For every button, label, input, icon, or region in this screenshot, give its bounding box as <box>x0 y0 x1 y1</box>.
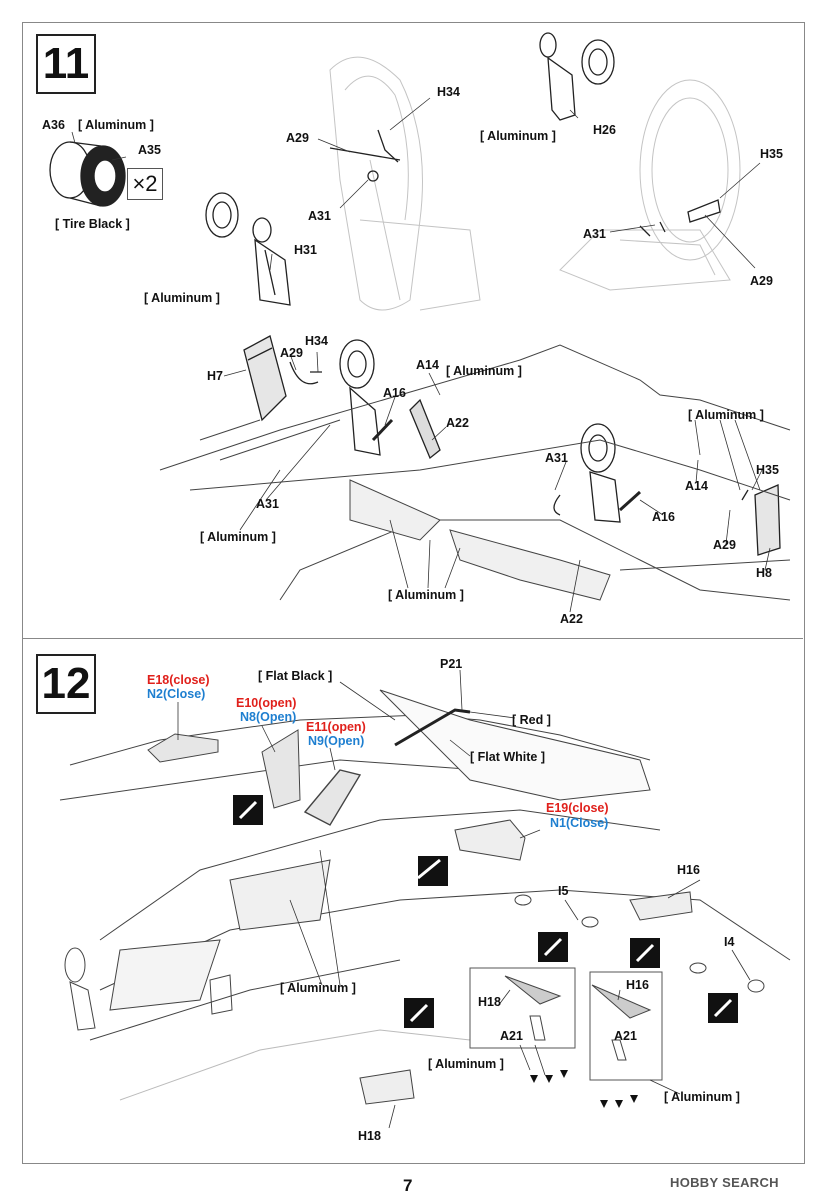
part-label: A14 <box>416 358 439 372</box>
part-label: H34 <box>305 334 328 348</box>
color-callout: [ Aluminum ] <box>446 364 522 378</box>
part-label-open: N8(Open) <box>240 710 297 724</box>
step-number: 11 <box>42 39 90 88</box>
part-label-close: E19(close) <box>546 801 609 815</box>
color-callout: [ Aluminum ] <box>78 118 154 132</box>
color-callout: [ Aluminum ] <box>428 1057 504 1071</box>
color-callout: [ Aluminum ] <box>388 588 464 602</box>
step-number: 12 <box>41 659 91 708</box>
part-label-open: E10(open) <box>236 696 297 710</box>
part-label: I5 <box>558 884 569 898</box>
color-callout: [ Aluminum ] <box>480 129 556 143</box>
part-label: A31 <box>308 209 331 223</box>
step-11-box: 11 <box>36 34 96 94</box>
part-label: H35 <box>760 147 783 161</box>
part-label-close: N2(Close) <box>147 687 206 701</box>
part-label-open: E11(open) <box>306 720 366 734</box>
part-label: A31 <box>545 451 568 465</box>
color-callout: [ Aluminum ] <box>200 530 276 544</box>
part-label: A29 <box>280 346 303 360</box>
quantity-multiplier: ×2 <box>127 168 163 200</box>
part-label: H7 <box>207 369 223 383</box>
part-label: A31 <box>583 227 606 241</box>
color-callout: [ Red ] <box>512 713 551 727</box>
color-callout: [ Aluminum ] <box>280 981 356 995</box>
part-label: A22 <box>560 612 583 626</box>
part-label: P21 <box>440 657 463 671</box>
part-label: A22 <box>446 416 469 430</box>
page-number: 7 <box>403 1176 413 1195</box>
color-callout: [ Tire Black ] <box>55 217 130 231</box>
part-label: H16 <box>677 863 700 877</box>
part-label-close: E18(close) <box>147 673 210 687</box>
part-label: H16 <box>626 978 649 992</box>
part-label: H18 <box>358 1129 381 1143</box>
part-label: H26 <box>593 123 616 137</box>
part-label: A31 <box>256 497 279 511</box>
part-label: A36 <box>42 118 65 132</box>
part-label: A29 <box>286 131 309 145</box>
part-label: H18 <box>478 995 501 1009</box>
part-label-close: N1(Close) <box>550 816 609 830</box>
color-callout: [ Aluminum ] <box>688 408 764 422</box>
part-label: H8 <box>756 566 772 580</box>
color-callout: [ Flat White ] <box>470 750 545 764</box>
part-label: A29 <box>713 538 736 552</box>
part-label: A16 <box>652 510 675 524</box>
color-callout: [ Aluminum ] <box>144 291 220 305</box>
color-callout: [ Aluminum ] <box>664 1090 740 1104</box>
page-frame <box>22 22 805 1164</box>
part-label-open: N9(Open) <box>308 734 365 748</box>
part-label: A21 <box>614 1029 637 1043</box>
step-divider <box>22 638 803 639</box>
color-callout: [ Flat Black ] <box>258 669 333 683</box>
part-label: H31 <box>294 243 317 257</box>
part-label: A21 <box>500 1029 523 1043</box>
part-label: A29 <box>750 274 773 288</box>
watermark: HOBBY SEARCH <box>670 1175 779 1190</box>
part-label: H35 <box>756 463 779 477</box>
part-label: A16 <box>383 386 406 400</box>
part-label: A35 <box>138 143 161 157</box>
part-label: A14 <box>685 479 708 493</box>
part-label: I4 <box>724 935 735 949</box>
step-12-box: 12 <box>36 654 96 714</box>
part-label: H34 <box>437 85 460 99</box>
